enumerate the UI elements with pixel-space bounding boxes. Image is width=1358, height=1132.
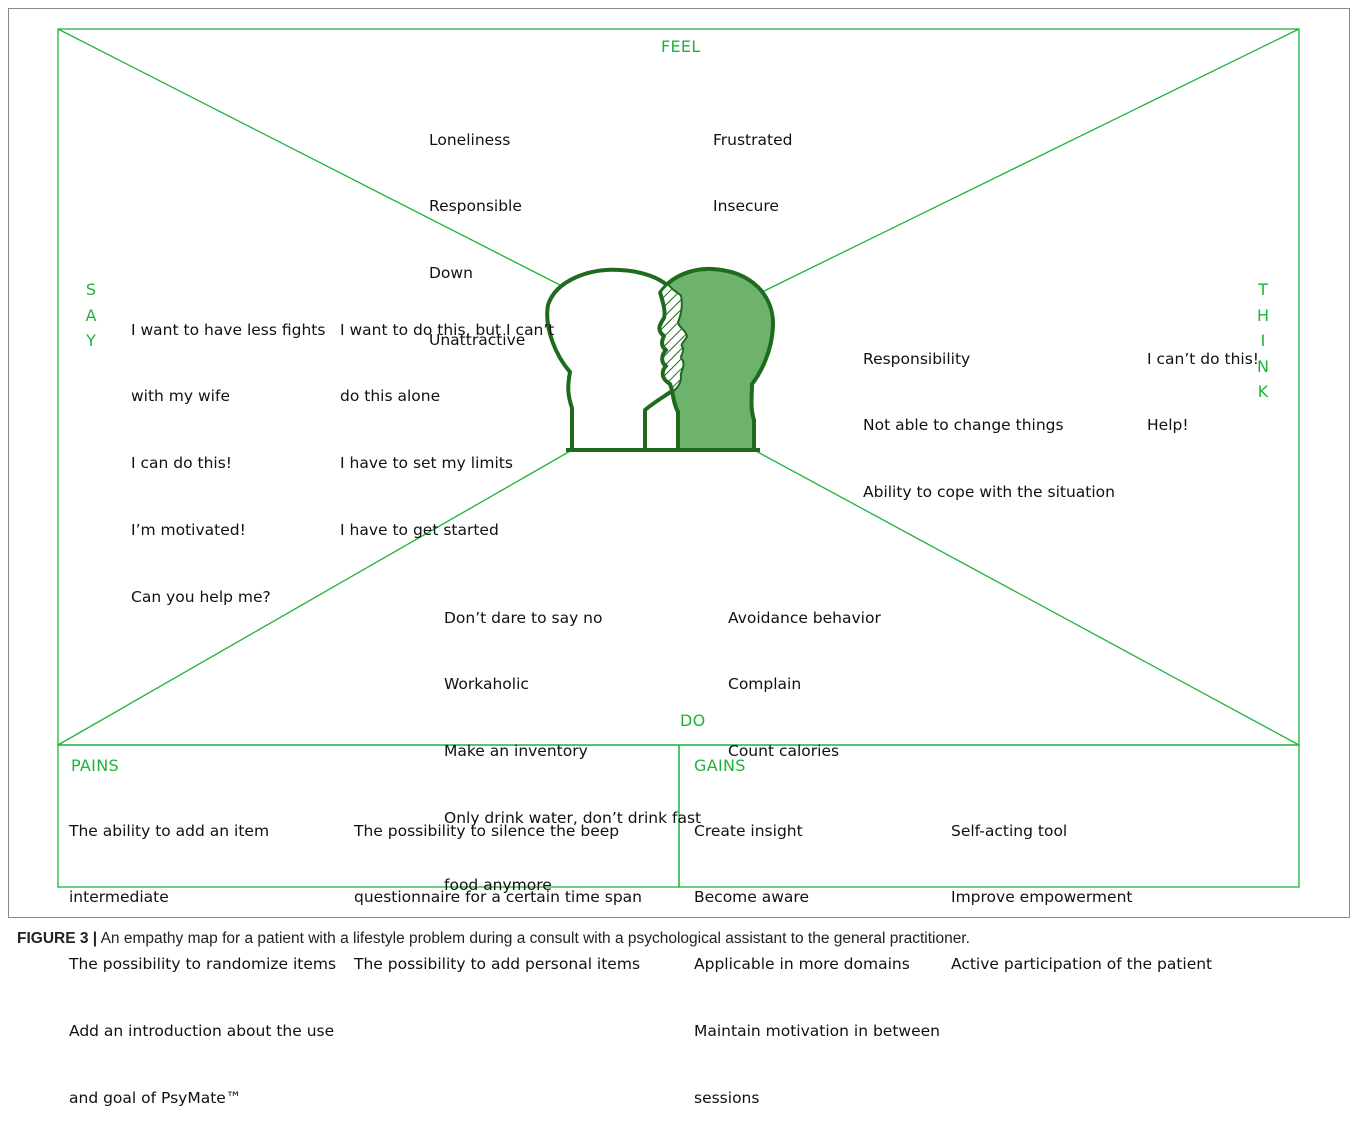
list-item: Add an introduction about the use — [69, 1022, 335, 1041]
list-item: Down — [429, 264, 473, 283]
think-letter: K — [1257, 382, 1269, 401]
list-item: Only drink water, don’t drink fast — [444, 809, 702, 828]
list-item: The possibility to silence the beep — [354, 821, 620, 840]
gains-list-2: Self-acting tool Improve empowerment Act… — [951, 775, 1212, 998]
gains-box — [678, 744, 1300, 888]
list-item: with my wife — [131, 387, 230, 406]
do-title: DO — [680, 711, 706, 730]
gains-title: GAINS — [694, 756, 746, 775]
think-list-2: I can’t do this! Help! — [1147, 303, 1259, 459]
list-item: I want to do this, but I can’t — [340, 320, 555, 339]
say-title: S A Y — [84, 277, 98, 354]
do-list-1: Don’t dare to say no Workaholic Make an … — [444, 562, 701, 919]
list-item: Help! — [1147, 416, 1189, 435]
list-item: and goal of PsyMate™ — [69, 1089, 242, 1108]
list-item: Self-acting tool — [951, 821, 1068, 840]
list-item: questionnaire for a certain time span — [354, 888, 642, 907]
feel-list-1: Loneliness Responsible Down Unattractive — [429, 84, 525, 374]
figure-caption: FIGURE 3 | An empathy map for a patient … — [17, 930, 970, 948]
two-heads-icon — [545, 266, 776, 452]
pains-title: PAINS — [71, 756, 119, 775]
think-title: T H I N K — [1256, 277, 1270, 405]
list-item: Loneliness — [429, 130, 511, 149]
say-letter: Y — [86, 331, 96, 350]
pains-list-2: The possibility to silence the beep ques… — [354, 775, 642, 998]
list-item: Frustrated — [713, 130, 793, 149]
list-item: intermediate — [69, 888, 169, 907]
think-letter: N — [1257, 356, 1269, 376]
list-item: Maintain motivation in between — [694, 1022, 940, 1041]
caption-text: An empathy map for a patient with a life… — [97, 930, 970, 947]
list-item: Avoidance behavior — [728, 608, 881, 627]
say-list-2: I want to do this, but I can’t do this a… — [340, 274, 554, 564]
say-letter: S — [85, 280, 97, 299]
diagonal-bottom-left — [57, 449, 573, 746]
think-list-1: Responsibility Not able to change things… — [863, 303, 1115, 526]
list-item: Become aware — [694, 888, 809, 907]
list-item: I have to set my limits — [340, 454, 513, 473]
list-item: Unattractive — [429, 331, 526, 350]
list-item: food anymore — [444, 876, 552, 895]
list-item: Responsible — [429, 197, 522, 216]
pains-list-1: The ability to add an item intermediate … — [69, 775, 336, 1132]
list-item: Ability to cope with the situation — [863, 483, 1115, 502]
list-item: Can you help me? — [131, 588, 271, 607]
list-item: do this alone — [340, 387, 441, 406]
list-item: Don’t dare to say no — [444, 608, 603, 627]
diagonal-bottom-right — [753, 449, 1300, 746]
list-item: Complain — [728, 675, 802, 694]
do-list-2: Avoidance behavior Complain Count calori… — [728, 562, 881, 785]
gains-list-1: Create insight Become aware Applicable i… — [694, 775, 940, 1132]
diagonal-top-right — [761, 28, 1300, 293]
list-item: Responsibility — [863, 349, 971, 368]
feel-list-2: Frustrated Insecure — [713, 84, 792, 240]
list-item: I have to get started — [340, 521, 499, 540]
think-letter: H — [1256, 305, 1270, 325]
caption-label: FIGURE 3 | — [17, 930, 98, 947]
figure-frame — [8, 8, 1350, 918]
list-item: sessions — [694, 1089, 760, 1108]
empathy-map-lines — [57, 28, 1300, 888]
list-item: Make an inventory — [444, 742, 588, 761]
think-letter: I — [1260, 331, 1266, 350]
list-item: Count calories — [728, 742, 840, 761]
list-item: I can do this! — [131, 454, 233, 473]
list-item: I’m motivated! — [131, 521, 246, 540]
list-item: Insecure — [713, 197, 779, 216]
say-list-1: I want to have less fights with my wife … — [131, 274, 325, 631]
say-letter: A — [85, 305, 97, 325]
think-letter: T — [1258, 280, 1268, 299]
list-item: Workaholic — [444, 675, 529, 694]
list-item: Create insight — [694, 821, 803, 840]
list-item: I want to have less fights — [131, 320, 326, 339]
diagonal-top-left — [57, 28, 561, 286]
list-item: I can’t do this! — [1147, 349, 1260, 368]
feel-title: FEEL — [661, 37, 701, 56]
list-item: The ability to add an item — [69, 821, 270, 840]
list-item: Not able to change things — [863, 416, 1064, 435]
list-item: Improve empowerment — [951, 888, 1133, 907]
